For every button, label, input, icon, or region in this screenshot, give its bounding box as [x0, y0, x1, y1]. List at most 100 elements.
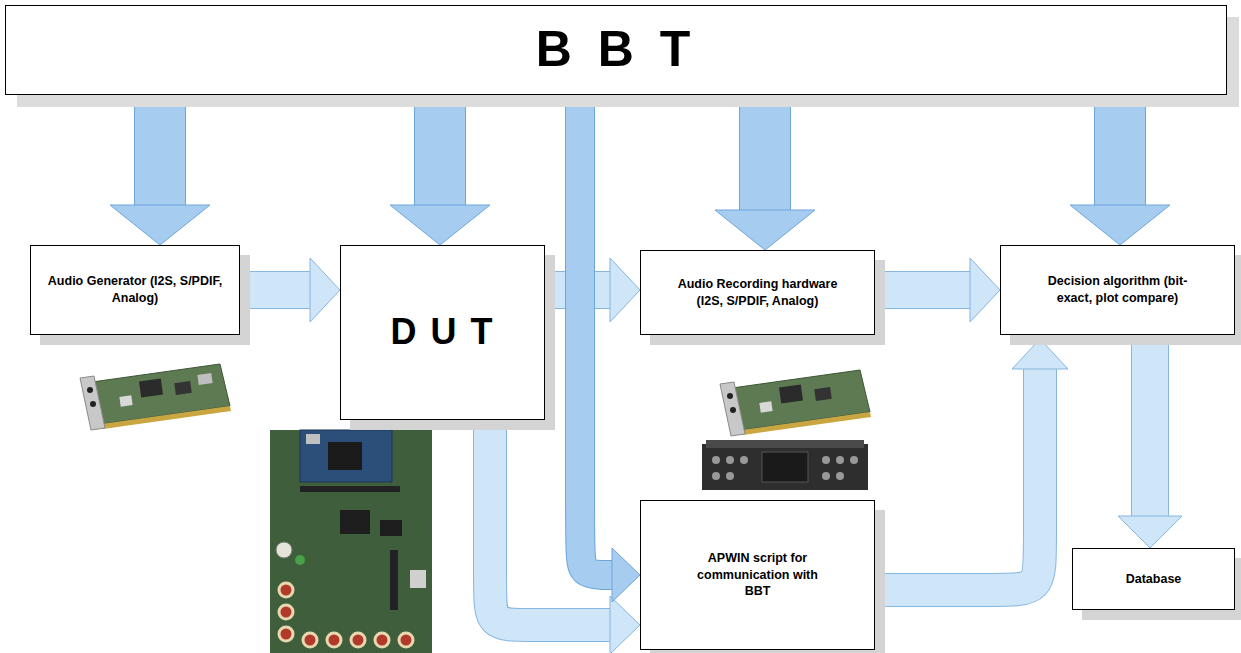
rca-jack [351, 633, 365, 647]
rca-jack [375, 633, 389, 647]
arrow-head [1070, 205, 1170, 245]
arrow-shaft [875, 369, 1040, 590]
board-module [300, 430, 392, 482]
rca-jack [303, 633, 317, 647]
analyzer-knob [712, 456, 720, 464]
card-jack [730, 407, 736, 413]
arrow-shaft [740, 95, 790, 210]
block-arrow [110, 95, 210, 245]
rca-jack [279, 605, 293, 619]
node-label: Audio Recording hardware (I2S, S/PDIF, A… [678, 276, 838, 310]
node-label: D U T [391, 308, 495, 357]
arrow-outline [580, 95, 612, 575]
card-part [759, 401, 772, 413]
card-chip [779, 385, 803, 404]
block-arrow [580, 95, 640, 602]
board-pcb [270, 430, 432, 653]
arrow-head [610, 258, 640, 322]
arrow-shaft [135, 95, 185, 205]
arrow-shaft [580, 95, 612, 575]
arrow-head [390, 205, 490, 245]
arrow-outline [875, 271, 970, 309]
analyzer-knob [712, 472, 720, 480]
card-edge-connector [102, 406, 231, 429]
block-arrow [875, 258, 1000, 322]
arrow-outline [134, 95, 186, 205]
device-box: D U T [340, 245, 545, 420]
analyzer-knob [850, 456, 858, 464]
arrow-head [1012, 339, 1068, 369]
arrow-outline [1094, 95, 1146, 205]
system-bar: B B T [5, 5, 1227, 95]
card-part [119, 395, 132, 407]
analyzer-knob [726, 456, 734, 464]
arrow-shaft [240, 272, 310, 308]
analyzer-knob [726, 472, 734, 480]
audio-card-picture [80, 364, 231, 430]
arrow-outline [414, 95, 466, 205]
node-label: B B T [536, 16, 697, 84]
arrow-shaft [1095, 95, 1145, 205]
board-capacitor [276, 542, 292, 558]
block-arrow [390, 95, 490, 245]
analyzer-knob [822, 472, 830, 480]
arrow-head [110, 205, 210, 245]
rca-jack [327, 633, 341, 647]
arrow-head [970, 258, 1000, 322]
arrow-outline [1131, 335, 1169, 516]
analyzer-knob [836, 472, 844, 480]
node-label: Database [1126, 571, 1182, 588]
card-edge-connector [742, 412, 871, 435]
rca-jack [399, 633, 413, 647]
block-arrow [1118, 335, 1182, 548]
analyzer-knob [836, 456, 844, 464]
block-arrow [240, 258, 340, 322]
card-jack [727, 393, 733, 399]
analyzer-knob [740, 456, 748, 464]
card-part [197, 373, 212, 385]
process-box: APWIN script for communication with BBT [640, 500, 875, 650]
card-bracket [80, 376, 105, 430]
analyzer-body [702, 444, 868, 490]
arrow-outline [875, 369, 1040, 590]
card-board [732, 370, 870, 430]
board-led [295, 555, 305, 565]
board-switch [410, 570, 426, 588]
board-chip [328, 442, 362, 470]
dut-board-picture [270, 430, 432, 653]
analyzer-knob [822, 456, 830, 464]
arrow-shaft [415, 95, 465, 205]
rca-jack [279, 583, 293, 597]
analyzer-top [706, 440, 864, 448]
process-box: Decision algorithm (bit-exact, plot comp… [1000, 245, 1235, 335]
process-box: Audio Generator (I2S, S/PDIF, Analog) [30, 245, 240, 335]
card-board [92, 364, 230, 424]
arrow-head [612, 548, 640, 602]
card-bracket [720, 382, 745, 436]
board-usb [306, 434, 320, 444]
storage-box: Database [1072, 548, 1235, 610]
card-chip [174, 381, 192, 395]
audio-analyzer-picture [702, 440, 868, 490]
arrow-head [715, 210, 815, 250]
audio-card-picture [720, 370, 871, 436]
card-chip [139, 379, 163, 398]
rca-jack [279, 627, 293, 641]
block-arrow [1070, 95, 1170, 245]
arrow-shaft [875, 272, 970, 308]
block-arrow [715, 95, 815, 250]
board-header [390, 550, 398, 610]
board-header [300, 486, 400, 492]
arrow-head [310, 258, 340, 322]
process-box: Audio Recording hardware (I2S, S/PDIF, A… [640, 250, 875, 335]
arrow-shaft [1132, 335, 1168, 516]
board-chip [380, 520, 402, 536]
arrow-head [1118, 516, 1182, 548]
node-label: APWIN script for communication with BBT [688, 550, 828, 601]
card-jack [90, 401, 96, 407]
board-chip [340, 510, 370, 534]
block-arrow [875, 339, 1068, 590]
arrow-head [610, 596, 640, 653]
node-label: Decision algorithm (bit-exact, plot comp… [1043, 273, 1193, 307]
